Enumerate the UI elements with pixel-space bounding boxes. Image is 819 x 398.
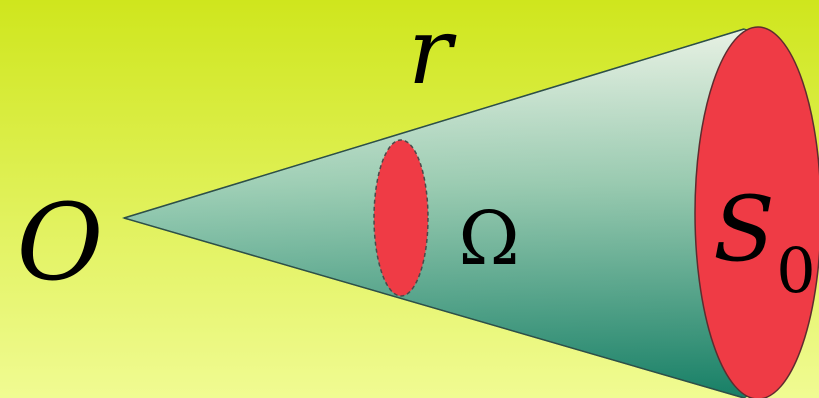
cone-side-shading bbox=[124, 29, 811, 398]
radius-label: r bbox=[408, 0, 457, 105]
solid-angle-label: Ω bbox=[458, 196, 519, 282]
surface-subscript-label: 0 bbox=[776, 234, 815, 307]
cone-top-edge bbox=[123, 28, 745, 219]
surface-label: S bbox=[713, 177, 775, 282]
origin-label: O bbox=[17, 181, 104, 304]
cone-bottom-edge bbox=[123, 217, 745, 398]
solid-angle-disc bbox=[373, 139, 429, 297]
surface-disc bbox=[694, 26, 819, 398]
